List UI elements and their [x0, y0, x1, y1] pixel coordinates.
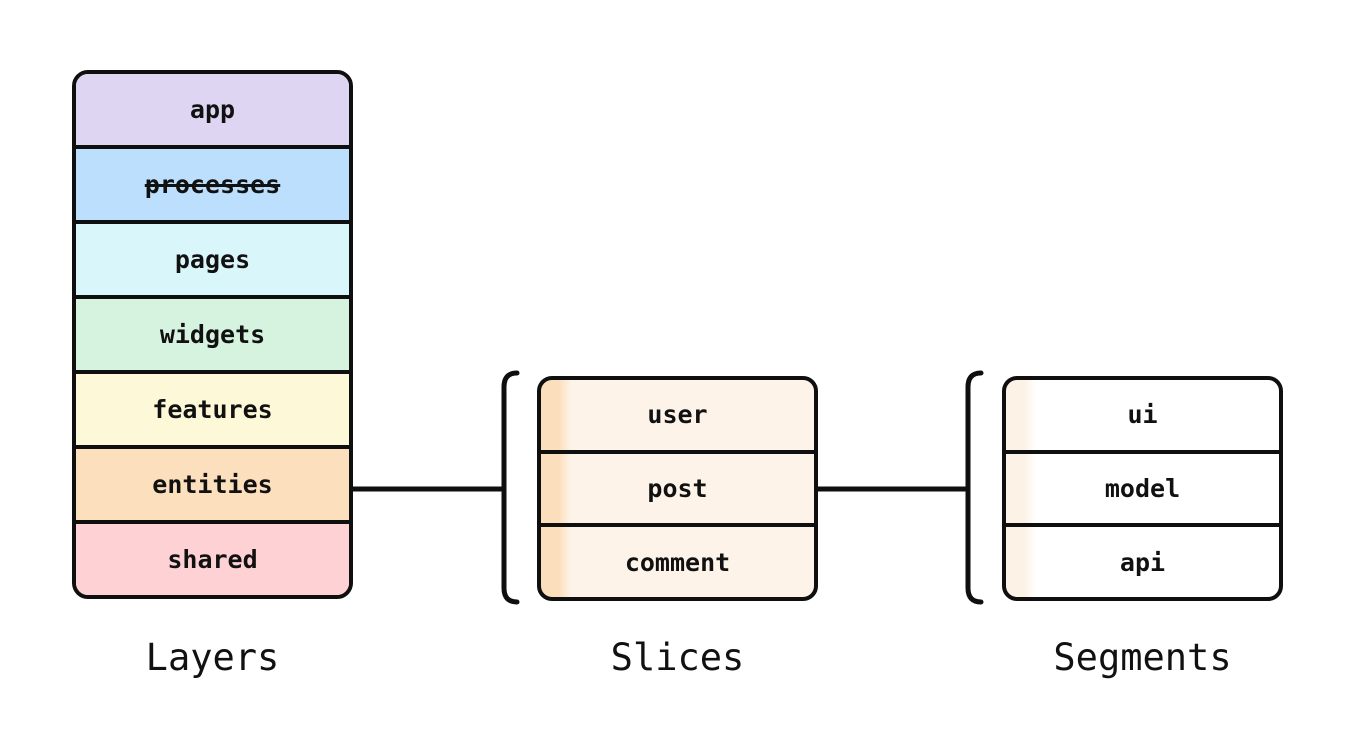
layer-label-processes: processes [144, 170, 281, 199]
segments-left-bracket [965, 370, 984, 605]
layer-row-processes: processes [76, 145, 349, 220]
layer-label-pages: pages [174, 245, 251, 274]
layer-row-entities: entities [76, 445, 349, 520]
layer-row-shared: shared [76, 520, 349, 595]
slice-label-post: post [647, 474, 708, 503]
layers-title: Layers [145, 636, 280, 679]
layer-row-app: app [76, 74, 349, 145]
slice-row-post: post [541, 449, 814, 524]
layer-row-pages: pages [76, 220, 349, 295]
segment-label-api: api [1119, 547, 1166, 577]
layer-label-app: app [189, 95, 236, 124]
segment-row-api: api [1006, 523, 1279, 597]
slice-row-user: user [541, 380, 814, 450]
layer-label-features: features [152, 395, 273, 424]
slice-label-user: user [647, 400, 708, 430]
segment-label-ui: ui [1127, 400, 1158, 430]
segments-title: Segments [1053, 636, 1232, 679]
slice-row-comment: comment [541, 523, 814, 597]
slice-label-comment: comment [624, 547, 731, 577]
layer-label-shared: shared [167, 545, 258, 574]
segment-row-model: model [1006, 449, 1279, 524]
slices-title: Slices [610, 636, 745, 679]
slices-left-bracket [501, 370, 520, 605]
layer-label-widgets: widgets [159, 320, 266, 349]
layers-stack: app processes pages widgets features ent… [72, 70, 353, 599]
segment-label-model: model [1104, 474, 1181, 503]
layer-label-entities: entities [152, 470, 273, 499]
layer-row-widgets: widgets [76, 295, 349, 370]
slices-box: user post comment [537, 376, 818, 601]
layer-row-features: features [76, 370, 349, 445]
segment-row-ui: ui [1006, 380, 1279, 450]
segments-box: ui model api [1002, 376, 1283, 601]
